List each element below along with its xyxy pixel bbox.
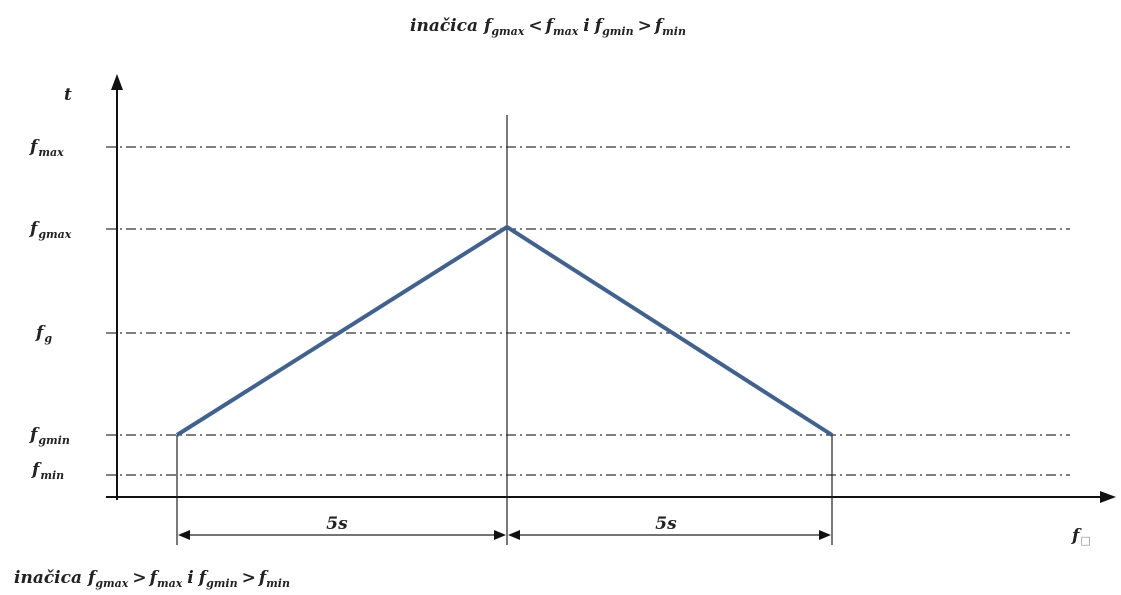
interval-arrowhead-fall-right: [819, 530, 831, 540]
frequency-profile: [175, 224, 834, 437]
level-label-fmin: fmin: [31, 460, 64, 482]
level-label-fgmin: fgmin: [29, 425, 70, 447]
y-axis-label: t: [64, 85, 72, 105]
level-label-fmax: fmax: [29, 137, 64, 159]
interval-arrowhead-fall-left: [508, 530, 520, 540]
interval-arrowhead-rise-right: [494, 530, 506, 540]
interval-label-rise: 5s: [326, 514, 348, 534]
level-label-fgmax: fgmax: [29, 219, 72, 241]
interval-label-fall: 5s: [655, 514, 677, 534]
x-axis-label: f□: [1071, 526, 1091, 547]
interval-arrowhead-rise-left: [178, 530, 190, 540]
level-label-fg: fg: [35, 323, 52, 345]
y-axis-arrowhead: [111, 74, 123, 90]
x-axis-arrowhead: [1100, 491, 1116, 503]
